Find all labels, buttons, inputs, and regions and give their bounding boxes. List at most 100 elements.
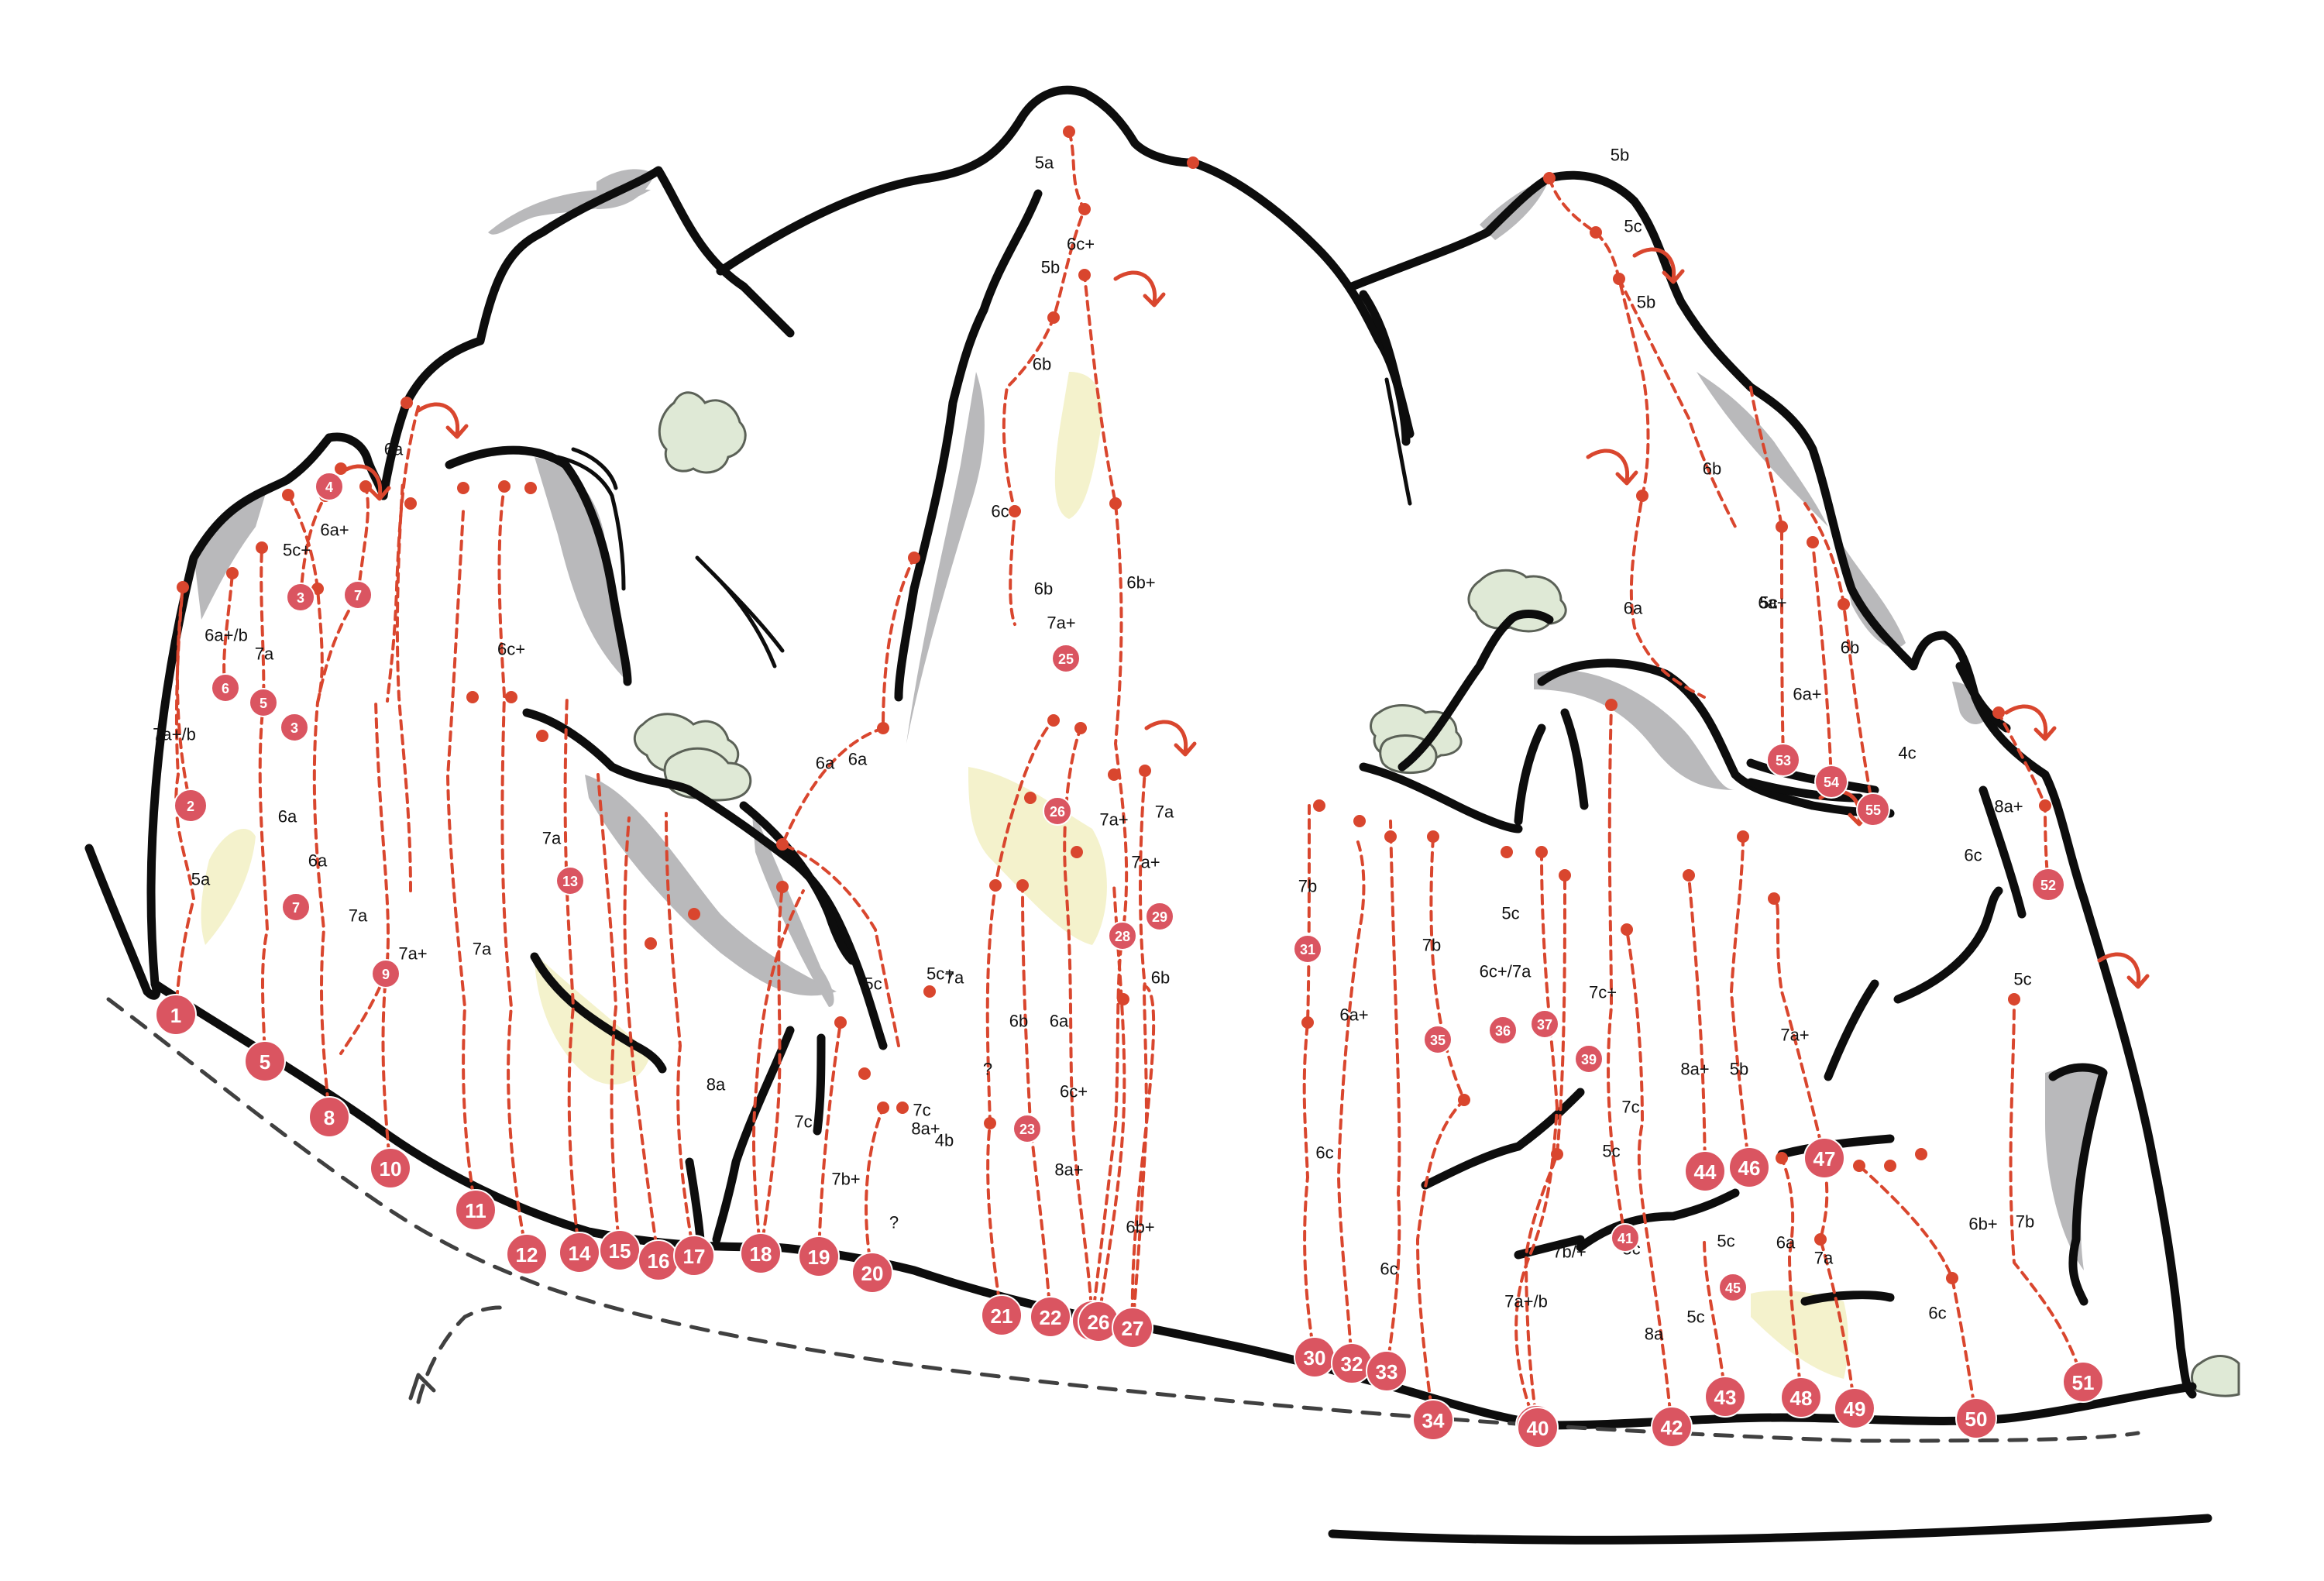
route-number: 45 xyxy=(1725,1280,1741,1296)
route-grade: 6a+/b xyxy=(205,626,248,645)
route-badge: 39 xyxy=(1574,1044,1604,1074)
route-grade: 7b/+ xyxy=(1552,1242,1586,1262)
anchor-point xyxy=(256,541,268,554)
rock-shading xyxy=(194,169,2099,1270)
route-number: 43 xyxy=(1714,1386,1737,1409)
route-line xyxy=(1131,983,1149,1329)
route-grade: 8a+ xyxy=(1994,797,2023,816)
pitch-grade: 5b xyxy=(1611,146,1629,165)
route-badge: 32 xyxy=(1331,1342,1373,1384)
route-number: 13 xyxy=(562,874,578,889)
pitch-grade: 5a xyxy=(1035,153,1054,173)
route-number: 50 xyxy=(1965,1407,1988,1431)
route-number: 33 xyxy=(1376,1360,1398,1383)
anchor-point xyxy=(1946,1272,1958,1284)
route-line xyxy=(759,885,784,1255)
badge-circle xyxy=(1012,1114,1042,1143)
route-grade: 6b xyxy=(1009,1012,1028,1031)
route-grade: 7a+/b xyxy=(153,725,196,744)
badge-circle xyxy=(1112,1307,1153,1349)
anchor-point xyxy=(1353,815,1366,827)
route-number: 44 xyxy=(1694,1160,1717,1184)
anchor-point xyxy=(505,691,517,703)
route-number: 7 xyxy=(354,588,362,603)
anchor-point xyxy=(282,489,294,501)
anchor-point xyxy=(1047,714,1060,727)
anchor-point xyxy=(457,482,469,494)
route-badge: 21 xyxy=(981,1294,1023,1336)
anchor-point xyxy=(688,908,700,920)
route-line xyxy=(1021,884,1052,1318)
pitch-grade: 6c+ xyxy=(1067,235,1095,254)
badge-circle xyxy=(1051,644,1081,673)
route-number: 3 xyxy=(290,720,298,736)
route-line xyxy=(258,546,270,1063)
curved-arrow-icon xyxy=(1632,247,1685,284)
anchor-point xyxy=(1074,722,1087,734)
pitch-grade: 6b+ xyxy=(1126,1218,1154,1237)
badge-circle xyxy=(506,1233,548,1275)
pitch-grade: 8a+ xyxy=(911,1119,940,1139)
anchor-point xyxy=(2008,993,2020,1005)
route-number: 1 xyxy=(170,1004,181,1027)
badge-circle xyxy=(1293,934,1322,964)
route-badge: 13 xyxy=(555,866,585,895)
route-number: 15 xyxy=(609,1239,631,1263)
route-badge: 3 xyxy=(286,583,315,612)
anchor-point xyxy=(1078,269,1091,281)
route-badge: 20 xyxy=(851,1252,893,1294)
badge-circle xyxy=(343,580,373,610)
badge-circle xyxy=(1611,1223,1640,1253)
anchor-point xyxy=(984,1117,996,1129)
anchor-point xyxy=(2039,799,2051,812)
route-badge: 10 xyxy=(370,1147,411,1189)
route-badge: 55 xyxy=(1856,792,1890,827)
anchor-point xyxy=(1535,846,1548,858)
pitch-grade: 5b xyxy=(1041,258,1060,277)
anchor-point xyxy=(177,581,189,593)
anchor-point xyxy=(776,838,789,851)
route-grade: 6a xyxy=(308,851,328,871)
route-number: 49 xyxy=(1844,1397,1866,1421)
route-number: 53 xyxy=(1776,753,1791,768)
anchor-point xyxy=(1009,505,1021,517)
route-line xyxy=(1130,769,1156,1329)
route-number: 30 xyxy=(1304,1346,1326,1370)
pitch-grade: 6b xyxy=(1034,579,1053,599)
pitch-grade: 6a+ xyxy=(1758,593,1786,613)
route-number: 35 xyxy=(1430,1033,1446,1048)
route-badge: 31 xyxy=(1293,934,1322,964)
route-number: 19 xyxy=(808,1246,830,1269)
anchor-point xyxy=(1427,830,1439,843)
route-number: 21 xyxy=(991,1304,1013,1328)
curved-arrow-icon xyxy=(2004,704,2057,741)
route-badge: 9 xyxy=(371,959,401,988)
route-grade: 7a xyxy=(542,829,562,848)
pitch-grade: 6b+ xyxy=(1968,1215,1997,1234)
anchor-point xyxy=(466,691,479,703)
route-number: 6 xyxy=(222,681,229,696)
route-grade: 8a+ xyxy=(1680,1060,1709,1079)
route-number: 25 xyxy=(1058,651,1074,667)
badge-circle xyxy=(370,1147,411,1189)
lichen-patches xyxy=(201,372,1848,1379)
route-badge: 1 xyxy=(155,994,197,1036)
route-number: 22 xyxy=(1040,1306,1062,1329)
route-badge: 30 xyxy=(1294,1336,1336,1378)
anchor-point xyxy=(1501,846,1513,858)
route-badge: 5 xyxy=(249,688,278,717)
route-badge: 2 xyxy=(174,789,208,823)
route-badge: 6 xyxy=(211,673,240,703)
route-badge: 48 xyxy=(1780,1377,1822,1418)
anchor-point xyxy=(1139,765,1151,777)
route-line xyxy=(1548,177,1706,699)
badge-circle xyxy=(1030,1296,1071,1338)
approach-path xyxy=(106,997,2140,1443)
anchor-point xyxy=(524,482,537,494)
route-grade: ? xyxy=(889,1213,899,1232)
anchor-point xyxy=(1071,846,1083,858)
route-line xyxy=(1336,835,1366,1365)
route-number: 39 xyxy=(1581,1052,1597,1067)
badge-circle xyxy=(1704,1376,1746,1418)
